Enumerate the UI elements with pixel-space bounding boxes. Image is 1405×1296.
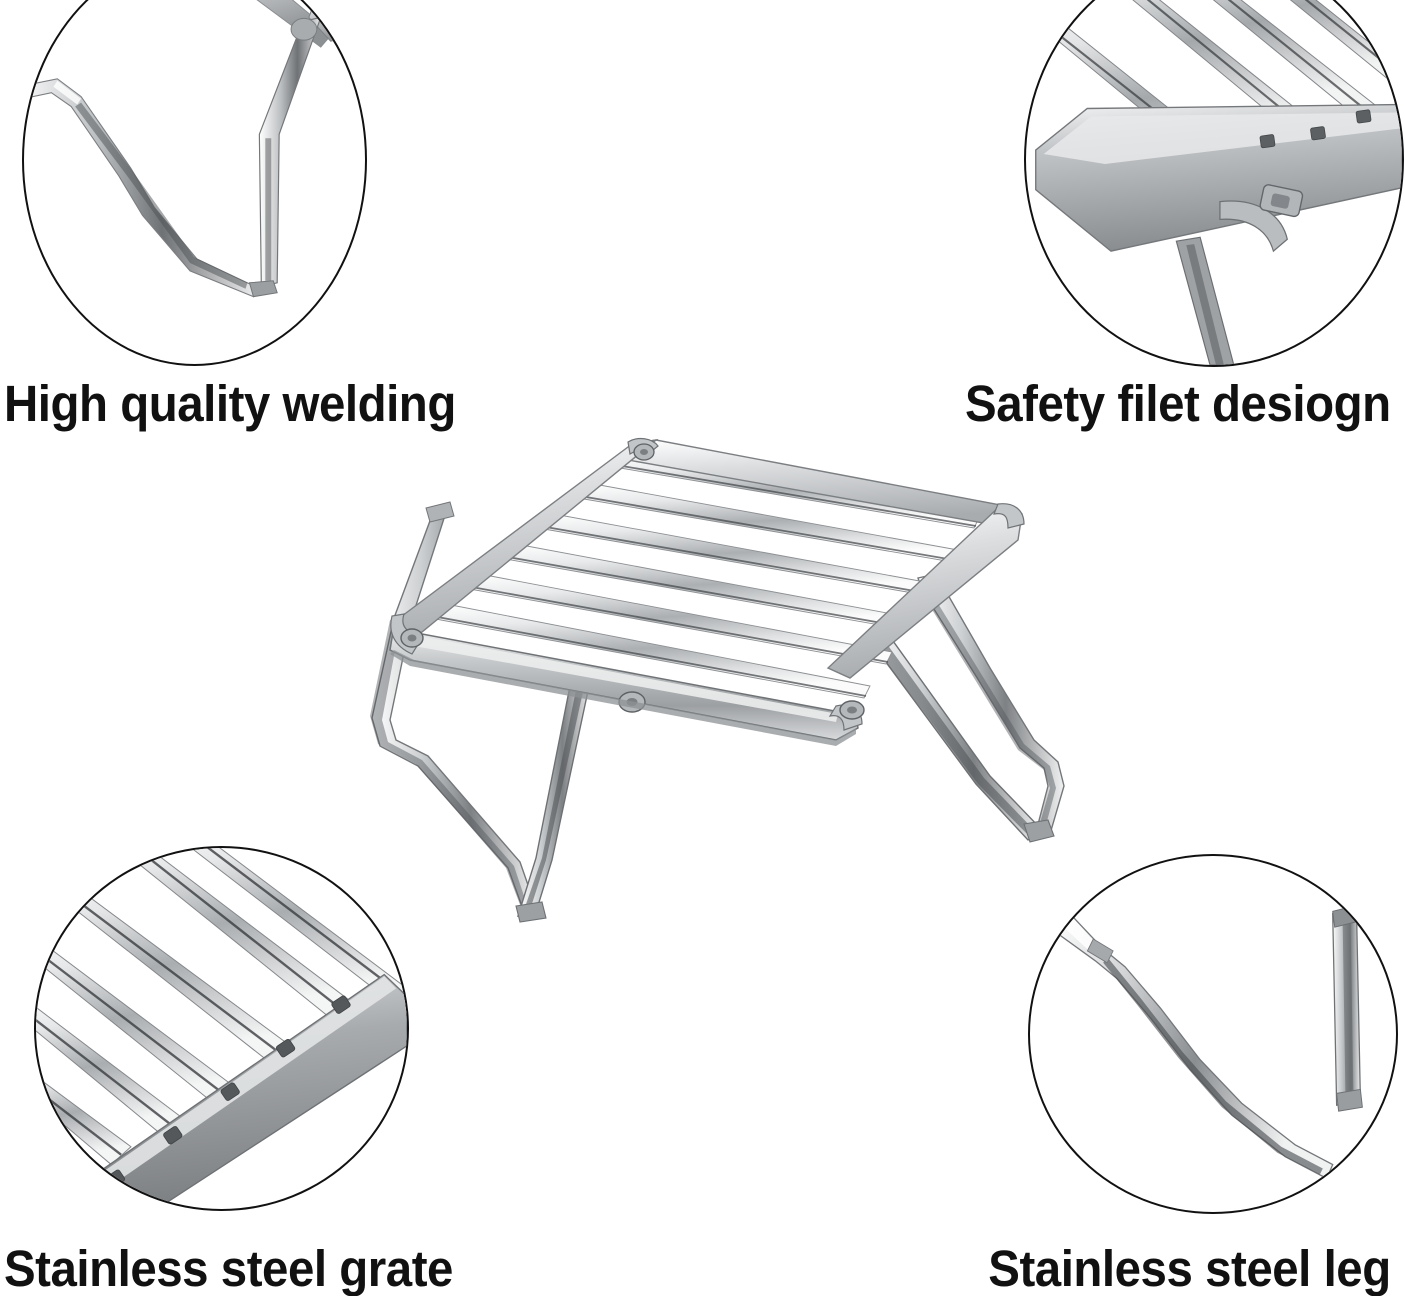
circle-detail-icon (1028, 854, 1398, 1214)
circle-detail-icon (22, 0, 367, 366)
caption-safety-filet-design: Safety filet desiogn (965, 375, 1391, 432)
circle-detail-icon (1024, 0, 1404, 367)
callout-bottom-right (1028, 854, 1398, 1214)
callout-top-left (22, 0, 367, 366)
welded-leg-joint-closeup (24, 0, 365, 364)
callout-bottom-left (34, 846, 409, 1211)
circle-detail-icon (34, 846, 409, 1211)
grate-bars-closeup (36, 848, 407, 1209)
folding-grill-grate-photo (370, 410, 1070, 1040)
bent-wire-leg-closeup (1030, 856, 1396, 1212)
caption-stainless-steel-grate: Stainless steel grate (4, 1240, 453, 1296)
caption-stainless-steel-leg: Stainless steel leg (988, 1240, 1392, 1296)
rounded-frame-corner-closeup (1026, 0, 1402, 365)
caption-high-quality-welding: High quality welding (4, 375, 456, 432)
callout-top-right (1024, 0, 1404, 367)
